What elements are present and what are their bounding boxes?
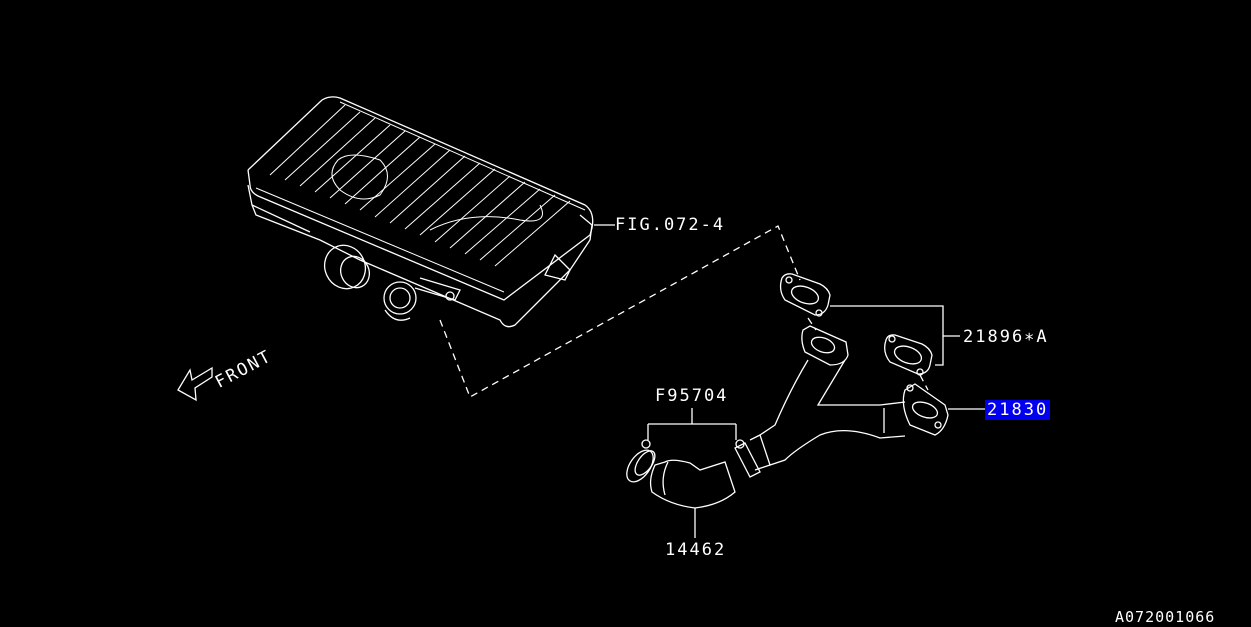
intercooler-duct-drawing[interactable] (749, 325, 949, 471)
front-arrow-icon (177, 366, 213, 402)
gasket-bracket (830, 305, 960, 366)
hose-drawing[interactable] (649, 459, 736, 509)
gasket-drawing[interactable] (779, 273, 933, 376)
clamp-drawing[interactable] (621, 439, 761, 486)
label-21830-highlighted[interactable]: 21830 (985, 400, 1051, 420)
label-14462[interactable]: 14462 (665, 540, 727, 560)
label-fig-072-4[interactable]: FIG.072-4 (615, 215, 726, 235)
label-21896a[interactable]: 21896∗A (963, 327, 1049, 347)
intercooler-drawing[interactable] (247, 96, 594, 328)
dashed-leaders (439, 225, 929, 398)
clamp-bracket (647, 408, 737, 440)
drawing-id: A072001066 (1115, 608, 1216, 626)
label-f95704[interactable]: F95704 (655, 386, 729, 406)
